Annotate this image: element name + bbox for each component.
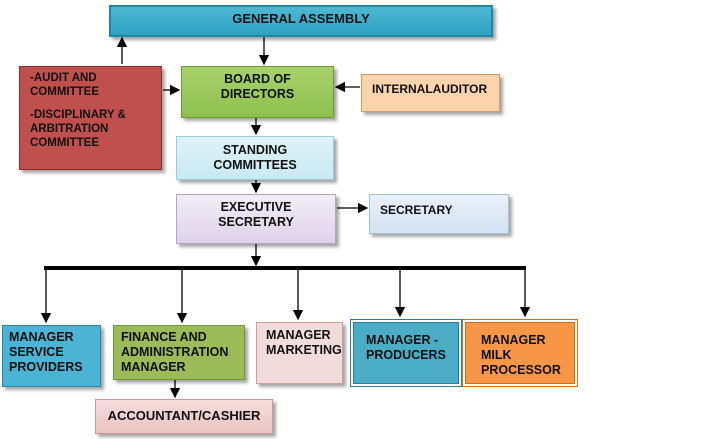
standing-committees-box: STANDING COMMITTEES	[176, 136, 334, 180]
milk-label-line1: MANAGER	[481, 333, 546, 347]
milk-label-line3: PROCESSOR	[481, 363, 561, 377]
executive-secretary-box: EXECUTIVE SECRETARY	[176, 194, 336, 244]
internal-auditor-box: INTERNALAUDITOR	[361, 74, 500, 112]
milk-label-line2: MILK	[481, 348, 512, 362]
disciplinary-committee-label: -DISCIPLINARY & ARBITRATION COMMITTEE	[30, 109, 126, 149]
distribution-bar	[44, 266, 526, 270]
producers-label-line2: PRODUCERS	[366, 348, 446, 362]
secretary-label: SECRETARY	[380, 203, 453, 217]
manager-milk-processor-box: MANAGER MILK PROCESSOR	[462, 319, 578, 387]
manager-service-providers-box: MANAGER SERVICE PROVIDERS	[2, 325, 101, 387]
finance-label-line3: MANAGER	[121, 360, 186, 374]
standing-label-line2: COMMITTEES	[213, 158, 297, 172]
standing-label-line1: STANDING	[222, 143, 288, 157]
service-label-line2: SERVICE	[9, 345, 64, 359]
accountant-label: ACCOUNTANT/CASHIER	[107, 408, 261, 423]
producers-label-line1: MANAGER -	[366, 333, 439, 347]
finance-admin-manager-box: FINANCE AND ADMINISTRATION MANAGER	[113, 325, 245, 380]
executive-label-line1: EXECUTIVE	[220, 200, 292, 214]
accountant-cashier-box: ACCOUNTANT/CASHIER	[95, 399, 273, 434]
marketing-label-line1: MANAGER	[266, 328, 331, 342]
finance-label-line2: ADMINISTRATION	[121, 345, 229, 359]
board-of-directors-box: BOARD OF DIRECTORS	[181, 66, 334, 118]
internal-auditor-label: INTERNALAUDITOR	[372, 82, 488, 96]
service-label-line3: PROVIDERS	[9, 360, 83, 374]
manager-marketing-box: MANAGER MARKETING	[256, 322, 343, 384]
service-label-line1: MANAGER	[9, 330, 74, 344]
general-assembly-box: GENERAL ASSEMBLY	[109, 5, 493, 37]
finance-label-line1: FINANCE AND	[121, 330, 207, 344]
secretary-box: SECRETARY	[369, 194, 509, 234]
audit-disciplinary-box: -AUDIT AND COMMITTEE -DISCIPLINARY & ARB…	[19, 66, 162, 170]
board-label-line2: DIRECTORS	[220, 87, 295, 101]
marketing-label-line2: MARKETING	[266, 343, 342, 357]
manager-producers-box: MANAGER - PRODUCERS	[350, 319, 462, 387]
board-label-line1: BOARD OF	[224, 72, 291, 86]
general-assembly-label: GENERAL ASSEMBLY	[232, 11, 370, 26]
executive-label-line2: SECRETARY	[218, 215, 294, 229]
audit-committee-label: -AUDIT AND COMMITTEE	[30, 72, 99, 98]
